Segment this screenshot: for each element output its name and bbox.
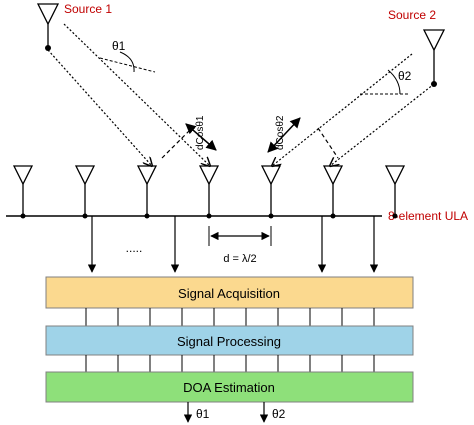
element-2-antenna-icon <box>74 165 96 219</box>
doa-estimation-label: DOA Estimation <box>183 380 275 395</box>
source-2-label: Source 2 <box>388 8 436 22</box>
output-label-1: θ1 <box>196 407 210 421</box>
source-1-label: Source 1 <box>64 2 112 16</box>
element-5-antenna-icon <box>260 165 282 219</box>
signal-processing-label: Signal Processing <box>177 334 281 349</box>
source-2-ray-b <box>272 53 413 166</box>
element-4-antenna-icon <box>198 165 220 219</box>
doa-estimation-block <box>45 371 414 403</box>
acq-proc-connectors <box>85 308 375 326</box>
source-1-path-difference-label: dCosθ1 <box>195 115 206 150</box>
spacing-label: d = λ/2 <box>223 253 256 265</box>
source-1-angle-arc <box>119 51 135 73</box>
element-1-antenna-icon <box>12 165 34 219</box>
source-2-antenna-icon <box>422 29 446 87</box>
signal-processing-block <box>45 325 414 356</box>
source-2-angle-arc <box>387 69 401 95</box>
array-label: 8-element ULA <box>388 209 468 223</box>
proc-doa-connectors <box>85 355 375 372</box>
signal-acquisition-block <box>45 276 414 309</box>
source-1-path-difference <box>185 123 217 151</box>
output-label-2: θ2 <box>272 407 286 421</box>
source-2-path-difference-label: dCosθ2 <box>275 115 286 150</box>
element-3-antenna-icon <box>136 165 158 219</box>
source-1-ray-a <box>47 49 152 166</box>
source-2-angle-label: θ2 <box>398 69 412 83</box>
element-7-antenna-icon <box>384 165 406 219</box>
source-2-wavefront <box>317 127 339 159</box>
source-2-ray-a <box>330 83 435 166</box>
source-2-path-difference <box>267 117 301 153</box>
source-1-angle-label: θ1 <box>112 39 126 53</box>
source-1-wavefront <box>161 127 193 159</box>
source-1-antenna-icon <box>36 3 60 51</box>
element-6-antenna-icon <box>322 165 344 219</box>
source-1-ray-b <box>63 23 210 166</box>
source-1-angle-ref <box>99 57 156 73</box>
signal-acquisition-label: Signal Acquisition <box>178 286 280 301</box>
ellipsis-text: ..... <box>126 241 143 255</box>
